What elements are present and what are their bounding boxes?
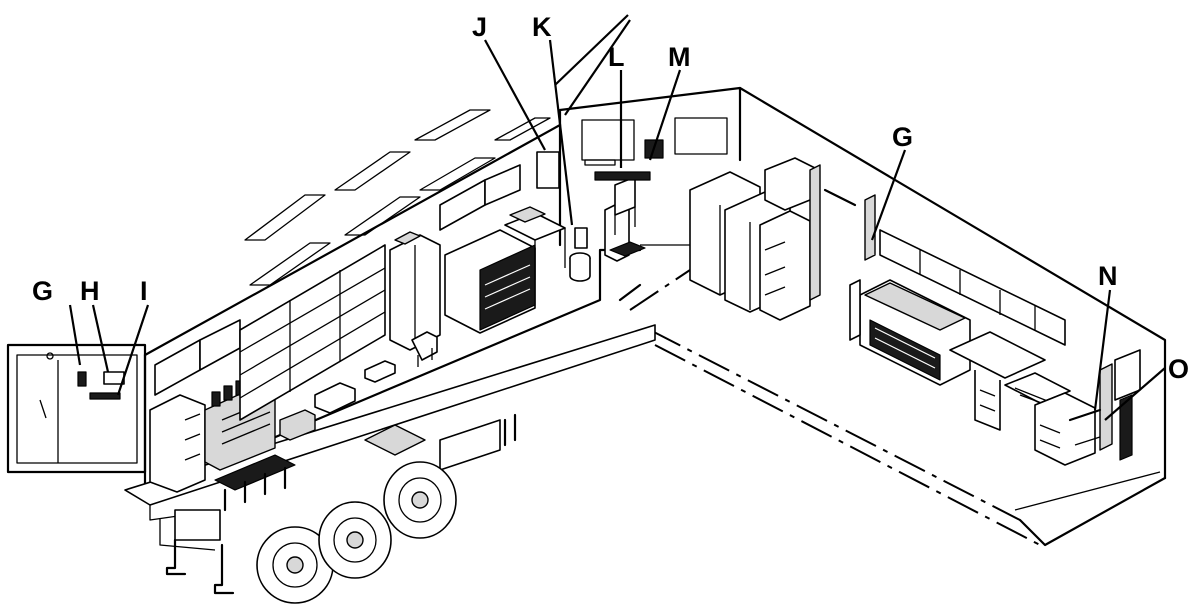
leader-m <box>648 69 682 161</box>
label-o: O <box>1168 354 1189 384</box>
leader-n <box>1093 289 1112 411</box>
left-cabinets <box>149 164 521 512</box>
wheels <box>256 461 457 604</box>
center-equipment <box>444 139 664 334</box>
leader-k <box>548 39 574 226</box>
floor <box>148 244 1167 547</box>
leader-g-left <box>68 304 82 366</box>
leader-i <box>116 304 150 396</box>
callout-labels: G H I J K L M G N O <box>32 12 1189 384</box>
label-n: N <box>1098 261 1118 291</box>
label-h: H <box>80 276 100 306</box>
left-wall <box>143 109 562 492</box>
leader-lines <box>68 14 1166 421</box>
leader-g-right <box>870 149 907 241</box>
door-panel <box>6 343 147 474</box>
leader-j <box>484 39 546 151</box>
trailer-chassis <box>124 324 656 595</box>
label-j: J <box>472 12 487 42</box>
label-g-right: G <box>892 122 913 152</box>
label-m: M <box>668 42 691 72</box>
leader-h <box>91 304 110 373</box>
label-g-left: G <box>32 276 53 306</box>
label-i: I <box>140 276 148 306</box>
right-cabinets <box>689 157 1141 466</box>
label-k: K <box>532 12 552 42</box>
leader-k2b <box>564 19 631 116</box>
leader-k2a <box>554 14 629 86</box>
leader-o <box>1104 367 1166 421</box>
label-l: L <box>608 42 625 72</box>
